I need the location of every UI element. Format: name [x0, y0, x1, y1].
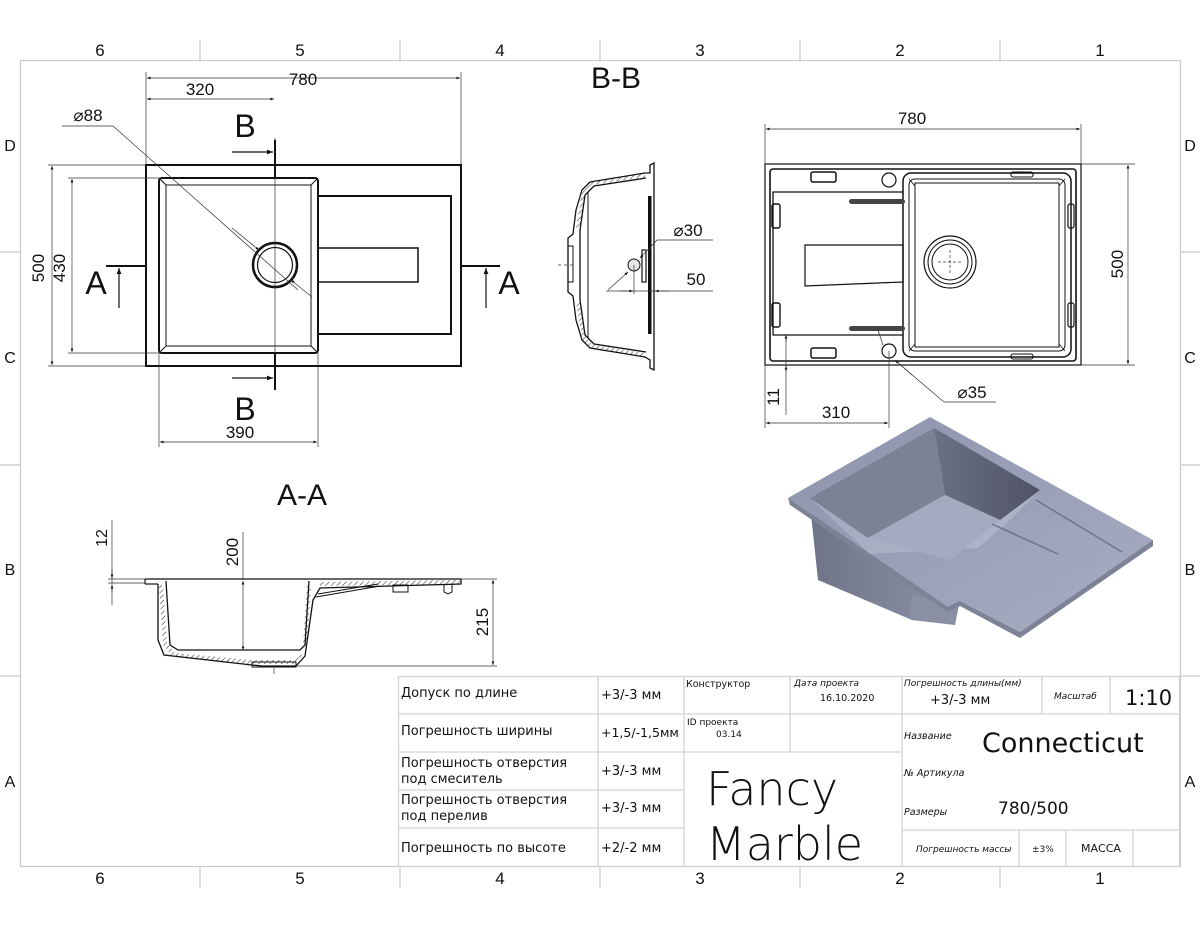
name-value: Connecticut: [982, 728, 1144, 759]
row-marker: B: [5, 562, 16, 579]
length-error-label: Погрешность длины(мм): [904, 679, 1022, 689]
tolerance-label: под смеситель: [401, 772, 503, 787]
designer-label: Конструктор: [686, 679, 750, 690]
row-marker: C: [1184, 350, 1196, 367]
col-marker: 1: [1095, 869, 1104, 888]
row-marker: D: [4, 138, 16, 155]
col-marker: 2: [895, 41, 904, 60]
top-view-labels: 780 320 ⌀88 500 430 390 B B A A: [29, 70, 520, 442]
column-markers-bottom: 6 5 4 3 2 1: [95, 869, 1104, 888]
dim-overall-width-bottom: 500: [1108, 250, 1127, 278]
dim-bowl-depth: 200: [223, 538, 242, 566]
top-view: [48, 72, 500, 447]
row-marker: D: [1184, 138, 1196, 155]
tolerance-label: Допуск по длине: [401, 686, 517, 701]
sheet-frame: [0, 40, 1200, 888]
tolerance-label: Погрешность отверстия: [401, 793, 567, 808]
dim-bowl-offset: 320: [186, 80, 214, 99]
size-value: 780/500: [998, 799, 1069, 819]
project-date-value: 16.10.2020: [820, 693, 874, 704]
col-marker: 5: [295, 41, 304, 60]
scale-value: 1:10: [1125, 686, 1172, 710]
col-marker: 1: [1095, 41, 1104, 60]
tolerance-label: Погрешность по высоте: [401, 841, 566, 856]
col-marker: 6: [95, 41, 104, 60]
scale-label: Масштаб: [1054, 692, 1097, 702]
tolerance-value: +3/-3 мм: [601, 688, 661, 703]
brand-logo-line2: Marble: [706, 817, 863, 871]
column-markers-top: 6 5 4 3 2 1: [95, 41, 1104, 60]
dim-overall-length-bottom: 780: [898, 109, 926, 128]
product-info: Погрешность длины(мм) +3/-3 мм Масштаб 1…: [903, 679, 1172, 855]
dim-drain-diameter: ⌀88: [73, 106, 102, 125]
col-marker: 2: [895, 869, 904, 888]
section-aa-view: [108, 520, 497, 674]
project-date-label: Дата проекта: [793, 679, 859, 689]
tolerance-table: Допуск по длине +3/-3 мм Погрешность шир…: [401, 686, 679, 856]
project-info: Конструктор Дата проекта 16.10.2020 ID п…: [686, 679, 874, 871]
col-marker: 4: [495, 869, 504, 888]
tolerance-label: Погрешность отверстия: [401, 756, 567, 771]
tolerance-value: +2/-2 мм: [601, 841, 661, 856]
col-marker: 4: [495, 41, 504, 60]
tolerance-label: под перелив: [401, 809, 488, 824]
dim-overall-width: 500: [29, 254, 48, 282]
tolerance-value: +1,5/-1,5мм: [601, 725, 679, 740]
dim-bowl-width: 430: [50, 254, 69, 282]
project-id-label: ID проекта: [687, 718, 738, 728]
dim-bowl-length: 390: [226, 423, 254, 442]
mass-error-value: ±3%: [1032, 845, 1054, 855]
dim-edge-offset: 11: [764, 388, 783, 406]
tolerance-value: +3/-3 мм: [601, 764, 661, 779]
row-marker: A: [1185, 774, 1196, 791]
col-marker: 3: [695, 41, 704, 60]
section-bb-title: B-B: [591, 62, 641, 95]
name-label: Название: [904, 731, 952, 742]
mass-label: МАССА: [1081, 842, 1121, 855]
bottom-view: [764, 124, 1135, 428]
project-id-value: 03.14: [716, 730, 742, 740]
dim-overflow-offset: 50: [687, 270, 706, 289]
section-marker-a-left: A: [85, 265, 107, 301]
dim-tap-hole-offset: 310: [822, 403, 850, 422]
title-block-grid: [397, 675, 1181, 868]
dim-overall-length: 780: [289, 70, 317, 89]
article-label: № Артикула: [903, 768, 965, 779]
size-label: Размеры: [904, 807, 948, 818]
section-marker-a-right: A: [498, 265, 520, 301]
length-error-value: +3/-3 мм: [930, 693, 990, 708]
dim-total-height: 215: [473, 608, 492, 636]
section-marker-b-bottom: B: [234, 391, 255, 427]
section-bb-view: [558, 161, 713, 372]
sink-3d-render: [788, 417, 1153, 638]
row-marker: A: [5, 774, 16, 791]
tolerance-value: +3/-3 мм: [601, 801, 661, 816]
col-marker: 6: [95, 869, 104, 888]
row-marker: C: [4, 350, 16, 367]
tolerance-label: Погрешность ширины: [401, 724, 552, 739]
col-marker: 3: [695, 869, 704, 888]
section-aa-title: A-A: [277, 479, 327, 512]
dim-tap-hole-diameter: ⌀35: [957, 383, 986, 402]
dim-overflow-diameter: ⌀30: [673, 221, 702, 240]
row-marker: B: [1185, 562, 1196, 579]
row-markers-left: D C B A: [4, 138, 16, 791]
brand-logo-line1: Fancy: [706, 762, 838, 816]
dim-rim-thickness: 12: [94, 529, 111, 547]
mass-error-label: Погрешность массы: [916, 845, 1012, 855]
section-marker-b-top: B: [234, 108, 255, 144]
row-markers-right: D C B A: [1184, 138, 1196, 791]
col-marker: 5: [295, 869, 304, 888]
